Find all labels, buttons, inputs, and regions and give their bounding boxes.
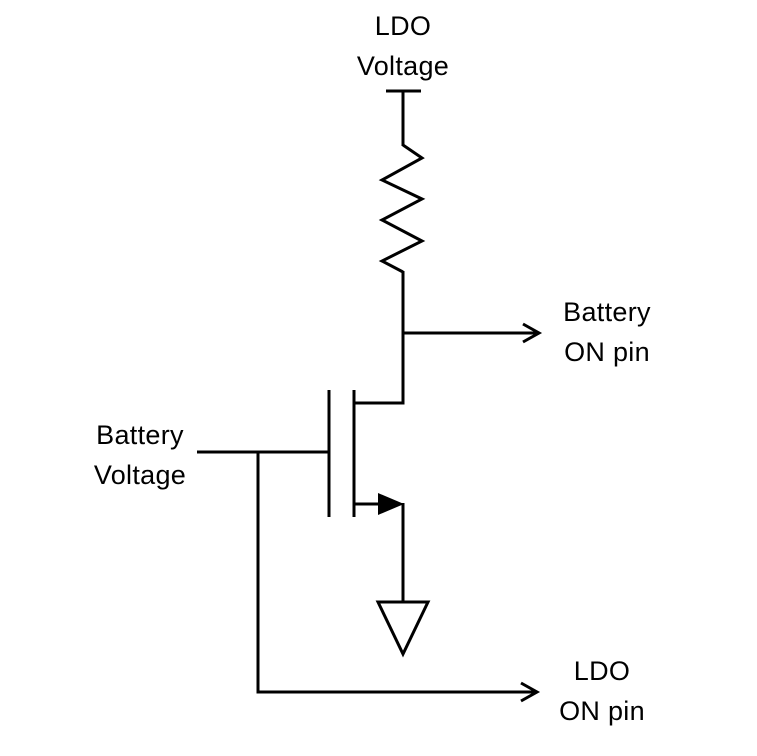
mosfet-source-arrowhead-icon	[378, 493, 404, 515]
nmos-transistor-symbol	[327, 390, 404, 517]
label-line: LDO	[374, 11, 432, 41]
wire-resistor-to-drain	[353, 271, 405, 405]
label-battery-voltage: Battery Voltage	[30, 415, 250, 495]
label-line: LDO	[573, 656, 631, 686]
label-line: Battery	[96, 420, 184, 450]
label-line: Battery	[563, 297, 651, 327]
supply-rail-symbol	[386, 89, 421, 146]
ldo-on-arrow	[256, 452, 541, 703]
ldo-on-wire	[256, 452, 534, 694]
ground-symbol	[375, 600, 431, 658]
label-ldo-voltage: LDO Voltage	[293, 6, 513, 86]
battery-on-arrowhead-icon	[522, 322, 543, 344]
label-line: Voltage	[93, 460, 187, 490]
battery-on-arrow	[403, 322, 543, 344]
label-line: ON pin	[559, 696, 645, 726]
ldo-on-arrowhead-icon	[520, 681, 541, 703]
label-battery-on-pin: Battery ON pin	[497, 292, 717, 372]
label-ldo-on-pin: LDO ON pin	[492, 651, 712, 731]
label-line: ON pin	[564, 337, 650, 367]
resistor-symbol	[378, 143, 426, 274]
label-line: Voltage	[356, 51, 450, 81]
